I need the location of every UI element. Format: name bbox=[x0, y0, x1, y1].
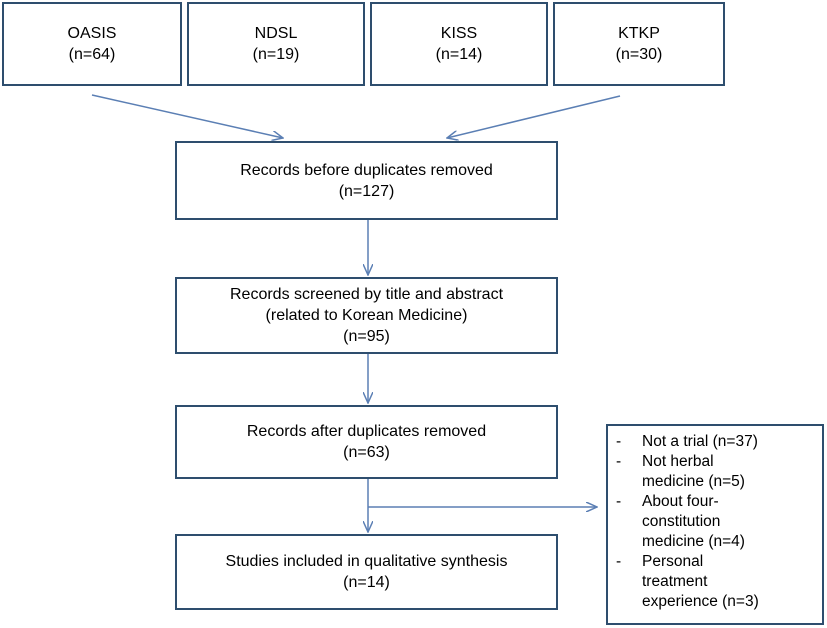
arrow-sources-right-to-step1 bbox=[447, 95, 621, 138]
step-title: Studies included in qualitative synthesi… bbox=[225, 553, 508, 570]
step-records-screened: Records screened by title and abstract (… bbox=[175, 277, 558, 354]
exclusion-text: experience (n=3) bbox=[642, 593, 759, 610]
source-name: OASIS bbox=[67, 25, 117, 42]
exclusion-item-four-constitution: - About four- constitution medicine (n=4… bbox=[616, 492, 816, 552]
source-count: (n=64) bbox=[68, 46, 116, 63]
exclusion-text: medicine (n=4) bbox=[642, 533, 745, 550]
exclusion-text: About four- bbox=[642, 493, 719, 510]
exclusion-text: Not a trial (n=37) bbox=[642, 433, 758, 450]
source-name: KISS bbox=[440, 25, 478, 42]
step-count: (n=127) bbox=[338, 182, 395, 200]
step-count: (n=14) bbox=[343, 574, 390, 591]
exclusion-item-personal-experience: - Personal treatment experience (n=3) bbox=[616, 552, 816, 612]
source-box-ktkp: KTKP (n=30) bbox=[553, 2, 725, 86]
source-box-ndsl: NDSL (n=19) bbox=[187, 2, 365, 86]
source-name: NDSL bbox=[254, 25, 298, 42]
exclusion-text: constitution bbox=[642, 513, 721, 530]
bullet-dash: - bbox=[616, 553, 622, 570]
exclusion-list: - Not a trial (n=37) - Not herbal medici… bbox=[616, 432, 816, 612]
arrow-sources-left-to-step1 bbox=[91, 94, 283, 138]
bullet-dash: - bbox=[616, 453, 622, 470]
step-title: Records before duplicates removed bbox=[240, 161, 493, 179]
source-count: (n=30) bbox=[615, 46, 663, 63]
exclusion-box: - Not a trial (n=37) - Not herbal medici… bbox=[606, 424, 824, 625]
step-title: Records after duplicates removed bbox=[246, 423, 487, 440]
step-studies-included: Studies included in qualitative synthesi… bbox=[175, 534, 558, 610]
exclusion-item-not-trial: - Not a trial (n=37) bbox=[616, 432, 816, 452]
step-records-after-duplicates: Records after duplicates removed (n=63) bbox=[175, 405, 558, 479]
step-title: Records screened by title and abstract bbox=[229, 286, 504, 303]
exclusion-text: medicine (n=5) bbox=[642, 473, 745, 490]
exclusion-text: Personal bbox=[642, 553, 704, 570]
source-box-kiss: KISS (n=14) bbox=[370, 2, 548, 86]
step-count: (n=63) bbox=[343, 444, 390, 461]
source-box-oasis: OASIS (n=64) bbox=[2, 2, 182, 86]
source-count: (n=19) bbox=[252, 46, 300, 63]
bullet-dash: - bbox=[616, 493, 622, 510]
exclusion-item-not-herbal: - Not herbal medicine (n=5) bbox=[616, 452, 816, 492]
exclusion-text: Not herbal bbox=[642, 453, 714, 470]
step-count: (n=95) bbox=[343, 328, 390, 345]
bullet-dash: - bbox=[616, 433, 622, 450]
step-subtitle: (related to Korean Medicine) bbox=[265, 307, 468, 324]
source-name: KTKP bbox=[618, 25, 660, 42]
step-records-before-duplicates: Records before duplicates removed (n=127… bbox=[175, 141, 558, 220]
exclusion-text: treatment bbox=[642, 573, 708, 590]
source-count: (n=14) bbox=[435, 46, 483, 63]
